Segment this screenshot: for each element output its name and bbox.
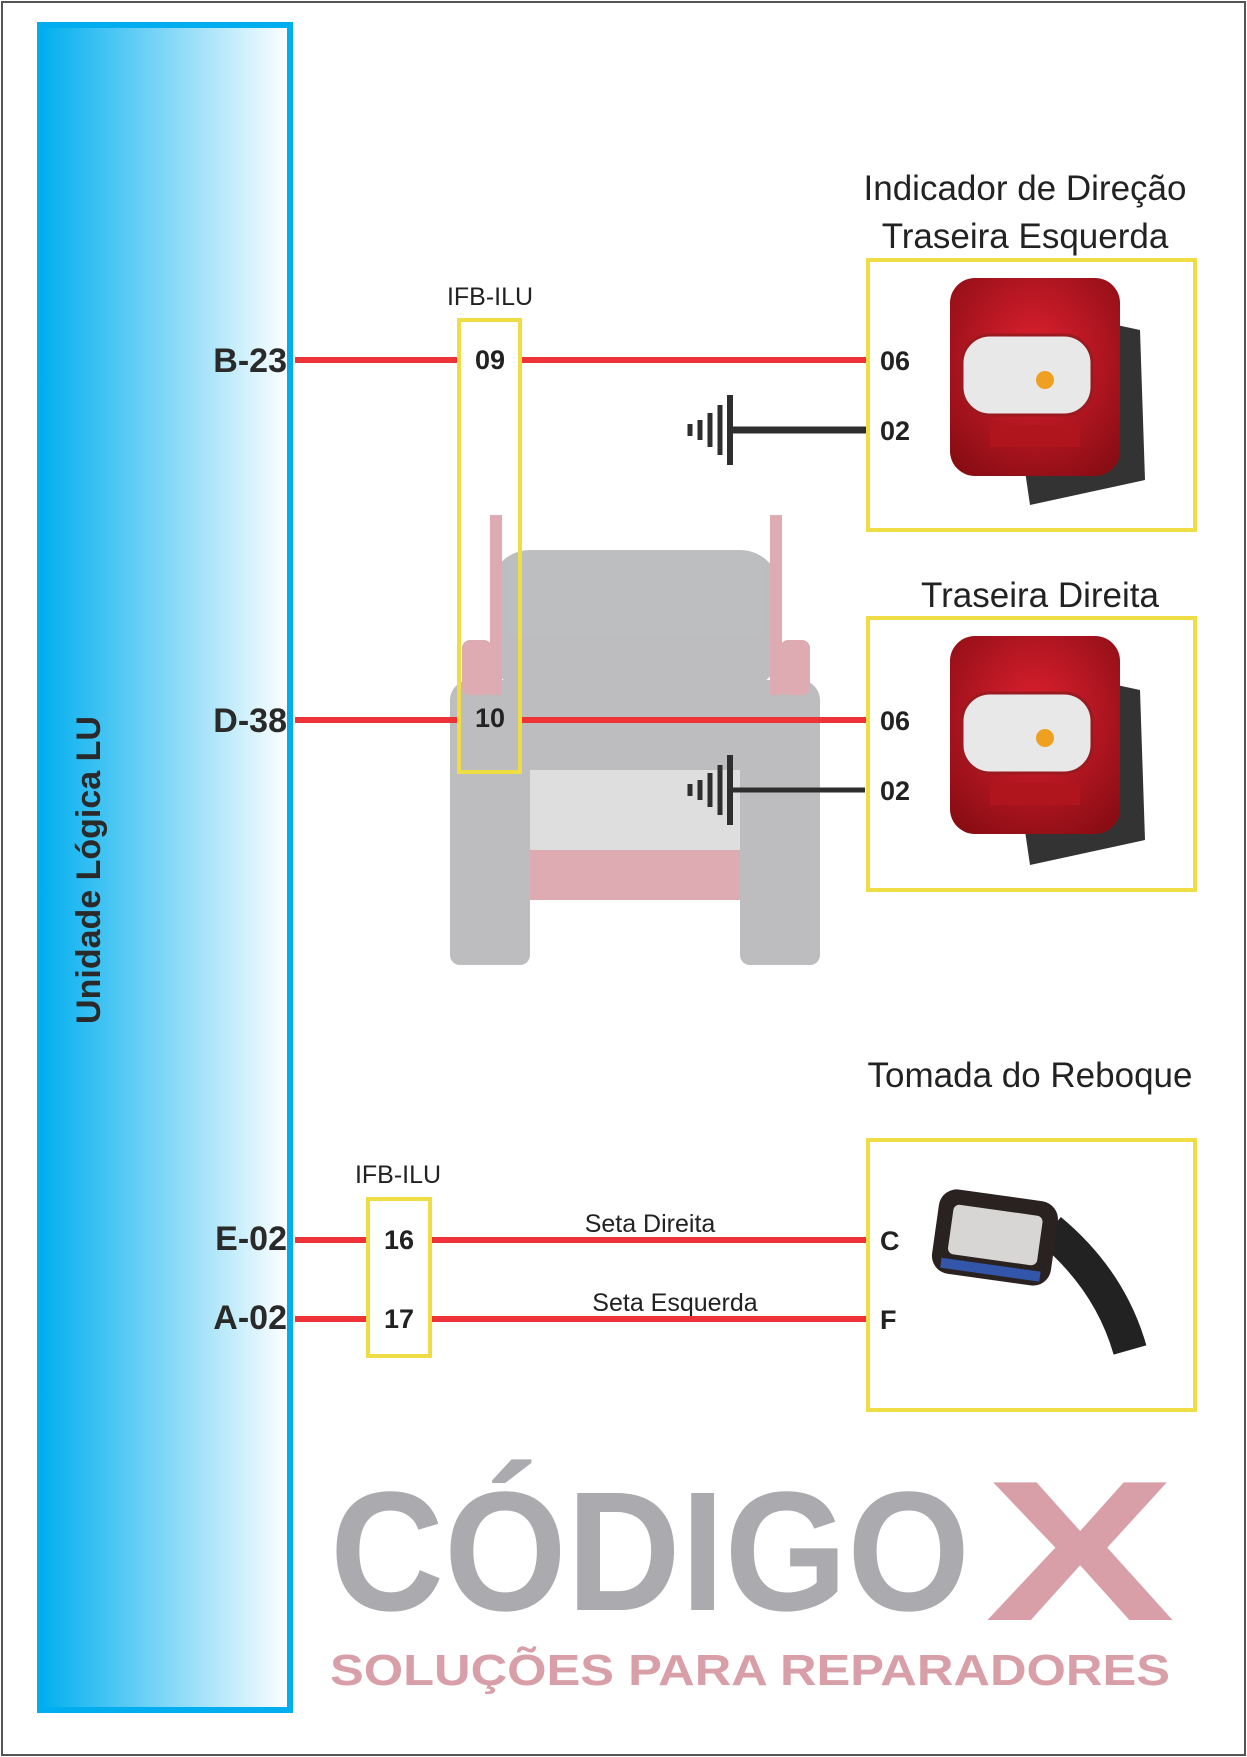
ground-icon: [687, 395, 868, 465]
watermark-tagline: SOLUÇÕES PARA REPARADORES: [330, 1645, 1170, 1695]
left-lamp-title-line2: Traseira Esquerda: [882, 217, 1169, 256]
connector-pin-16: 16: [384, 1225, 414, 1255]
trailer-socket-icon: [931, 1189, 1147, 1355]
right-lamp-title: Traseira Direita: [921, 576, 1159, 615]
trailer-socket-pin-c: C: [880, 1226, 900, 1256]
connector-pin-09: 09: [475, 345, 505, 375]
connector-top-label: IFB-ILU: [447, 283, 533, 311]
connector-bottom-label: IFB-ILU: [355, 1161, 441, 1189]
right-lamp-pin-06: 06: [880, 706, 910, 736]
wire-label-left-signal: Seta Esquerda: [592, 1289, 757, 1317]
trailer-socket-title: Tomada do Reboque: [868, 1056, 1193, 1095]
connector-top: [457, 318, 522, 774]
connector-pin-17: 17: [384, 1304, 414, 1334]
trailer-socket-box: [866, 1138, 1197, 1412]
connector-bottom: [366, 1197, 432, 1358]
right-lamp-box: [866, 616, 1197, 892]
left-lamp-pin-02: 02: [880, 416, 910, 446]
left-lamp-pin-06: 06: [880, 346, 910, 376]
watermark-brand: CÓDIGO: [330, 1457, 970, 1647]
logic-unit-label: Unidade Lógica LU: [70, 716, 108, 1024]
tail-lamp-icon: [950, 636, 1145, 865]
right-lamp-pin-02: 02: [880, 776, 910, 806]
unit-pin-e02: E-02: [215, 1220, 287, 1258]
left-lamp-box: [866, 258, 1197, 532]
connector-pin-10: 10: [475, 703, 505, 733]
left-lamp-title-line1: Indicador de Direção: [864, 169, 1187, 208]
watermark-logo: CÓDIGO X SOLUÇÕES PARA REPARADORES: [330, 515, 1175, 1695]
unit-pin-b23: B-23: [213, 342, 287, 380]
unit-pin-d38: D-38: [213, 702, 287, 740]
wire-label-right-signal: Seta Direita: [585, 1210, 716, 1238]
trailer-socket-pin-f: F: [880, 1305, 897, 1335]
watermark-brand-x: X: [985, 1440, 1175, 1663]
tail-lamp-icon: [950, 278, 1145, 505]
truck-watermark-icon: [450, 550, 820, 965]
ground-icon: [687, 755, 865, 825]
logic-unit: Unidade Lógica LU: [37, 22, 293, 1713]
unit-pin-a02: A-02: [213, 1299, 287, 1337]
